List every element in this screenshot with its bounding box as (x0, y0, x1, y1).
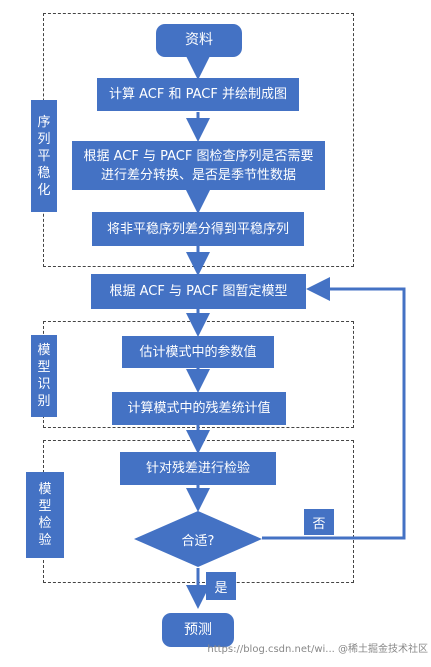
node-residual-test: 针对残差进行检验 (120, 452, 276, 485)
edge-label-yes: 是 (206, 572, 236, 600)
node-forecast: 预测 (162, 613, 234, 647)
node-estimate-params: 估计模式中的参数值 (122, 336, 274, 368)
node-acf-pacf-plot: 计算 ACF 和 PACF 并绘制成图 (97, 78, 299, 111)
node-check-series: 根据 ACF 与 PACF 图检查序列是否需要 进行差分转换、是否是季节性数据 (72, 141, 325, 190)
node-tentative-model: 根据 ACF 与 PACF 图暂定模型 (91, 274, 306, 309)
node-difference: 将非平稳序列差分得到平稳序列 (92, 212, 304, 246)
group-label-identify: 模 型 识 别 (31, 335, 57, 417)
node-data: 资料 (156, 24, 242, 57)
edge-label-no: 否 (304, 509, 334, 535)
arrow-decision-loop-back (262, 277, 406, 540)
node-suitable: 合适? (181, 533, 215, 549)
watermark: https://blog.csdn.net/wi... @稀土掘金技术社区 (207, 644, 428, 655)
node-compute-residual-stats: 计算模式中的残差统计值 (112, 392, 286, 425)
group-label-check: 模 型 检 验 (26, 472, 64, 558)
group-label-stationarize: 序 列 平 稳 化 (31, 100, 57, 212)
